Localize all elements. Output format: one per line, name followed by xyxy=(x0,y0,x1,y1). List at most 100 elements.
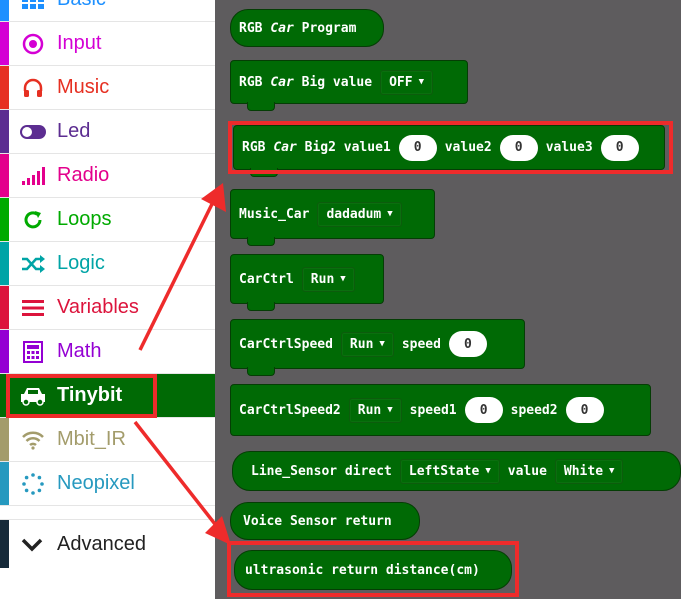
category-input[interactable]: Input xyxy=(0,22,215,66)
carctrl-block[interactable]: CarCtrl Run ▼ xyxy=(230,254,384,311)
category-tinybit[interactable]: Tinybit xyxy=(0,374,215,418)
category-music[interactable]: Music xyxy=(0,66,215,110)
block-label: Big2 value1 xyxy=(296,140,391,155)
dropdown-value: White xyxy=(563,463,604,479)
direction-dropdown[interactable]: Run▼ xyxy=(340,331,394,357)
rgb-car-big-block[interactable]: RGB Car Big value OFF ▼ xyxy=(230,60,468,111)
block-label-car: Car xyxy=(270,74,294,90)
category-loops[interactable]: Loops xyxy=(0,198,215,242)
block-label: RGB xyxy=(239,74,271,90)
category-label: Basic xyxy=(57,0,106,11)
dropdown-value: OFF xyxy=(389,74,413,90)
category-color-bar xyxy=(0,418,9,461)
block-connector xyxy=(247,367,275,376)
value1-input[interactable]: 0 xyxy=(398,134,437,161)
caret-down-icon: ▼ xyxy=(379,339,385,349)
block-label: ultrasonic return distance(cm) xyxy=(245,562,480,578)
category-label: Neopixel xyxy=(57,472,135,494)
block-label: CarCtrl xyxy=(239,271,294,287)
category-radio[interactable]: Radio xyxy=(0,154,215,198)
car-icon xyxy=(18,384,48,408)
speed1-input[interactable]: 0 xyxy=(464,397,503,423)
block-text: RGB Car Big value xyxy=(239,75,372,90)
caret-down-icon: ▼ xyxy=(340,274,346,284)
block-label: speed1 xyxy=(409,402,457,418)
advanced-toggle[interactable]: Advanced xyxy=(0,519,215,568)
block-connector xyxy=(250,168,278,177)
category-logic[interactable]: Logic xyxy=(0,242,215,286)
sensor-dropdown[interactable]: LeftState▼ xyxy=(399,458,500,484)
dropdown-value: Run xyxy=(357,402,382,418)
block-label: speed2 xyxy=(510,402,558,418)
music-car-block[interactable]: Music_Car dadadum ▼ xyxy=(230,189,435,246)
rgb-car-program-block[interactable]: RGB Car Program xyxy=(230,9,384,47)
grid-icon xyxy=(18,0,48,12)
category-label: Led xyxy=(57,120,91,142)
category-color-bar xyxy=(0,0,9,21)
value3-input[interactable]: 0 xyxy=(600,134,639,161)
category-label: Radio xyxy=(57,164,110,186)
block-label: RGB xyxy=(239,20,271,36)
block-label: Program xyxy=(293,20,357,36)
category-variables[interactable]: Variables xyxy=(0,286,215,330)
carctrlspeed-block[interactable]: CarCtrlSpeed Run▼ speed 0 xyxy=(230,319,525,376)
category-neopixel[interactable]: Neopixel xyxy=(0,462,215,506)
advanced-label: Advanced xyxy=(57,532,146,555)
category-label: Logic xyxy=(57,252,105,274)
category-mbit-ir[interactable]: Mbit_IR xyxy=(0,418,215,462)
carctrlspeed2-block[interactable]: CarCtrlSpeed2 Run▼ speed1 0 speed2 0 xyxy=(230,384,651,436)
block-label: Music_Car xyxy=(239,206,310,222)
block-connector xyxy=(247,237,275,246)
block-label: CarCtrlSpeed2 xyxy=(239,402,341,418)
wifi-icon xyxy=(18,428,48,452)
refresh-icon xyxy=(18,208,48,232)
block-label: Voice Sensor return xyxy=(243,513,392,529)
chevron-down-icon xyxy=(20,532,44,556)
block-label: speed xyxy=(401,336,441,352)
category-label: Music xyxy=(57,76,110,98)
block-label: RGB xyxy=(242,140,274,155)
dropdown-value: Run xyxy=(310,271,335,287)
rgb-car-big2-block[interactable]: RGB Car Big2 value1 0 value2 0 value3 0 xyxy=(233,125,665,177)
dotted-circle-icon xyxy=(18,472,48,496)
value2-input[interactable]: 0 xyxy=(499,134,538,161)
category-led[interactable]: Led xyxy=(0,110,215,154)
category-color-bar xyxy=(0,286,9,329)
category-color-bar xyxy=(0,110,9,153)
caret-down-icon: ▼ xyxy=(387,209,393,219)
toolbox-sidebar: Basic Input Music Led Radio Loops xyxy=(0,0,215,599)
direction-dropdown[interactable]: Run▼ xyxy=(348,397,402,423)
category-color-bar xyxy=(0,330,9,373)
category-label: Math xyxy=(57,340,102,362)
caret-down-icon: ▼ xyxy=(418,77,424,87)
direction-dropdown[interactable]: Run ▼ xyxy=(301,266,355,292)
dropdown-value: LeftState xyxy=(408,463,480,479)
category-color-bar xyxy=(0,242,9,285)
ultrasonic-block[interactable]: ultrasonic return distance(cm) xyxy=(234,550,512,590)
line-sensor-block[interactable]: Line_Sensor direct LeftState▼ value Whit… xyxy=(232,451,681,491)
category-label: Variables xyxy=(57,296,139,318)
category-label: Loops xyxy=(57,208,112,230)
category-color-bar xyxy=(0,520,9,568)
signal-bars-icon xyxy=(18,164,48,188)
target-icon xyxy=(18,32,48,56)
block-connector xyxy=(247,102,275,111)
block-label: value3 xyxy=(545,140,593,155)
category-math[interactable]: Math xyxy=(0,330,215,374)
voice-sensor-block[interactable]: Voice Sensor return xyxy=(230,502,420,540)
speed-input[interactable]: 0 xyxy=(448,331,487,357)
toggle-icon xyxy=(18,120,48,144)
category-color-bar xyxy=(0,198,9,241)
dropdown-value: dadadum xyxy=(326,206,382,222)
category-basic[interactable]: Basic xyxy=(0,0,215,22)
color-dropdown[interactable]: White▼ xyxy=(554,458,624,484)
speed2-input[interactable]: 0 xyxy=(565,397,604,423)
state-dropdown[interactable]: OFF ▼ xyxy=(380,69,433,95)
melody-dropdown[interactable]: dadadum ▼ xyxy=(317,201,402,227)
category-color-bar xyxy=(0,462,9,505)
headphones-icon xyxy=(18,76,48,100)
block-label-car: Car xyxy=(273,140,297,155)
category-color-bar xyxy=(0,154,9,197)
shuffle-icon xyxy=(18,252,48,276)
calculator-icon xyxy=(18,340,48,364)
